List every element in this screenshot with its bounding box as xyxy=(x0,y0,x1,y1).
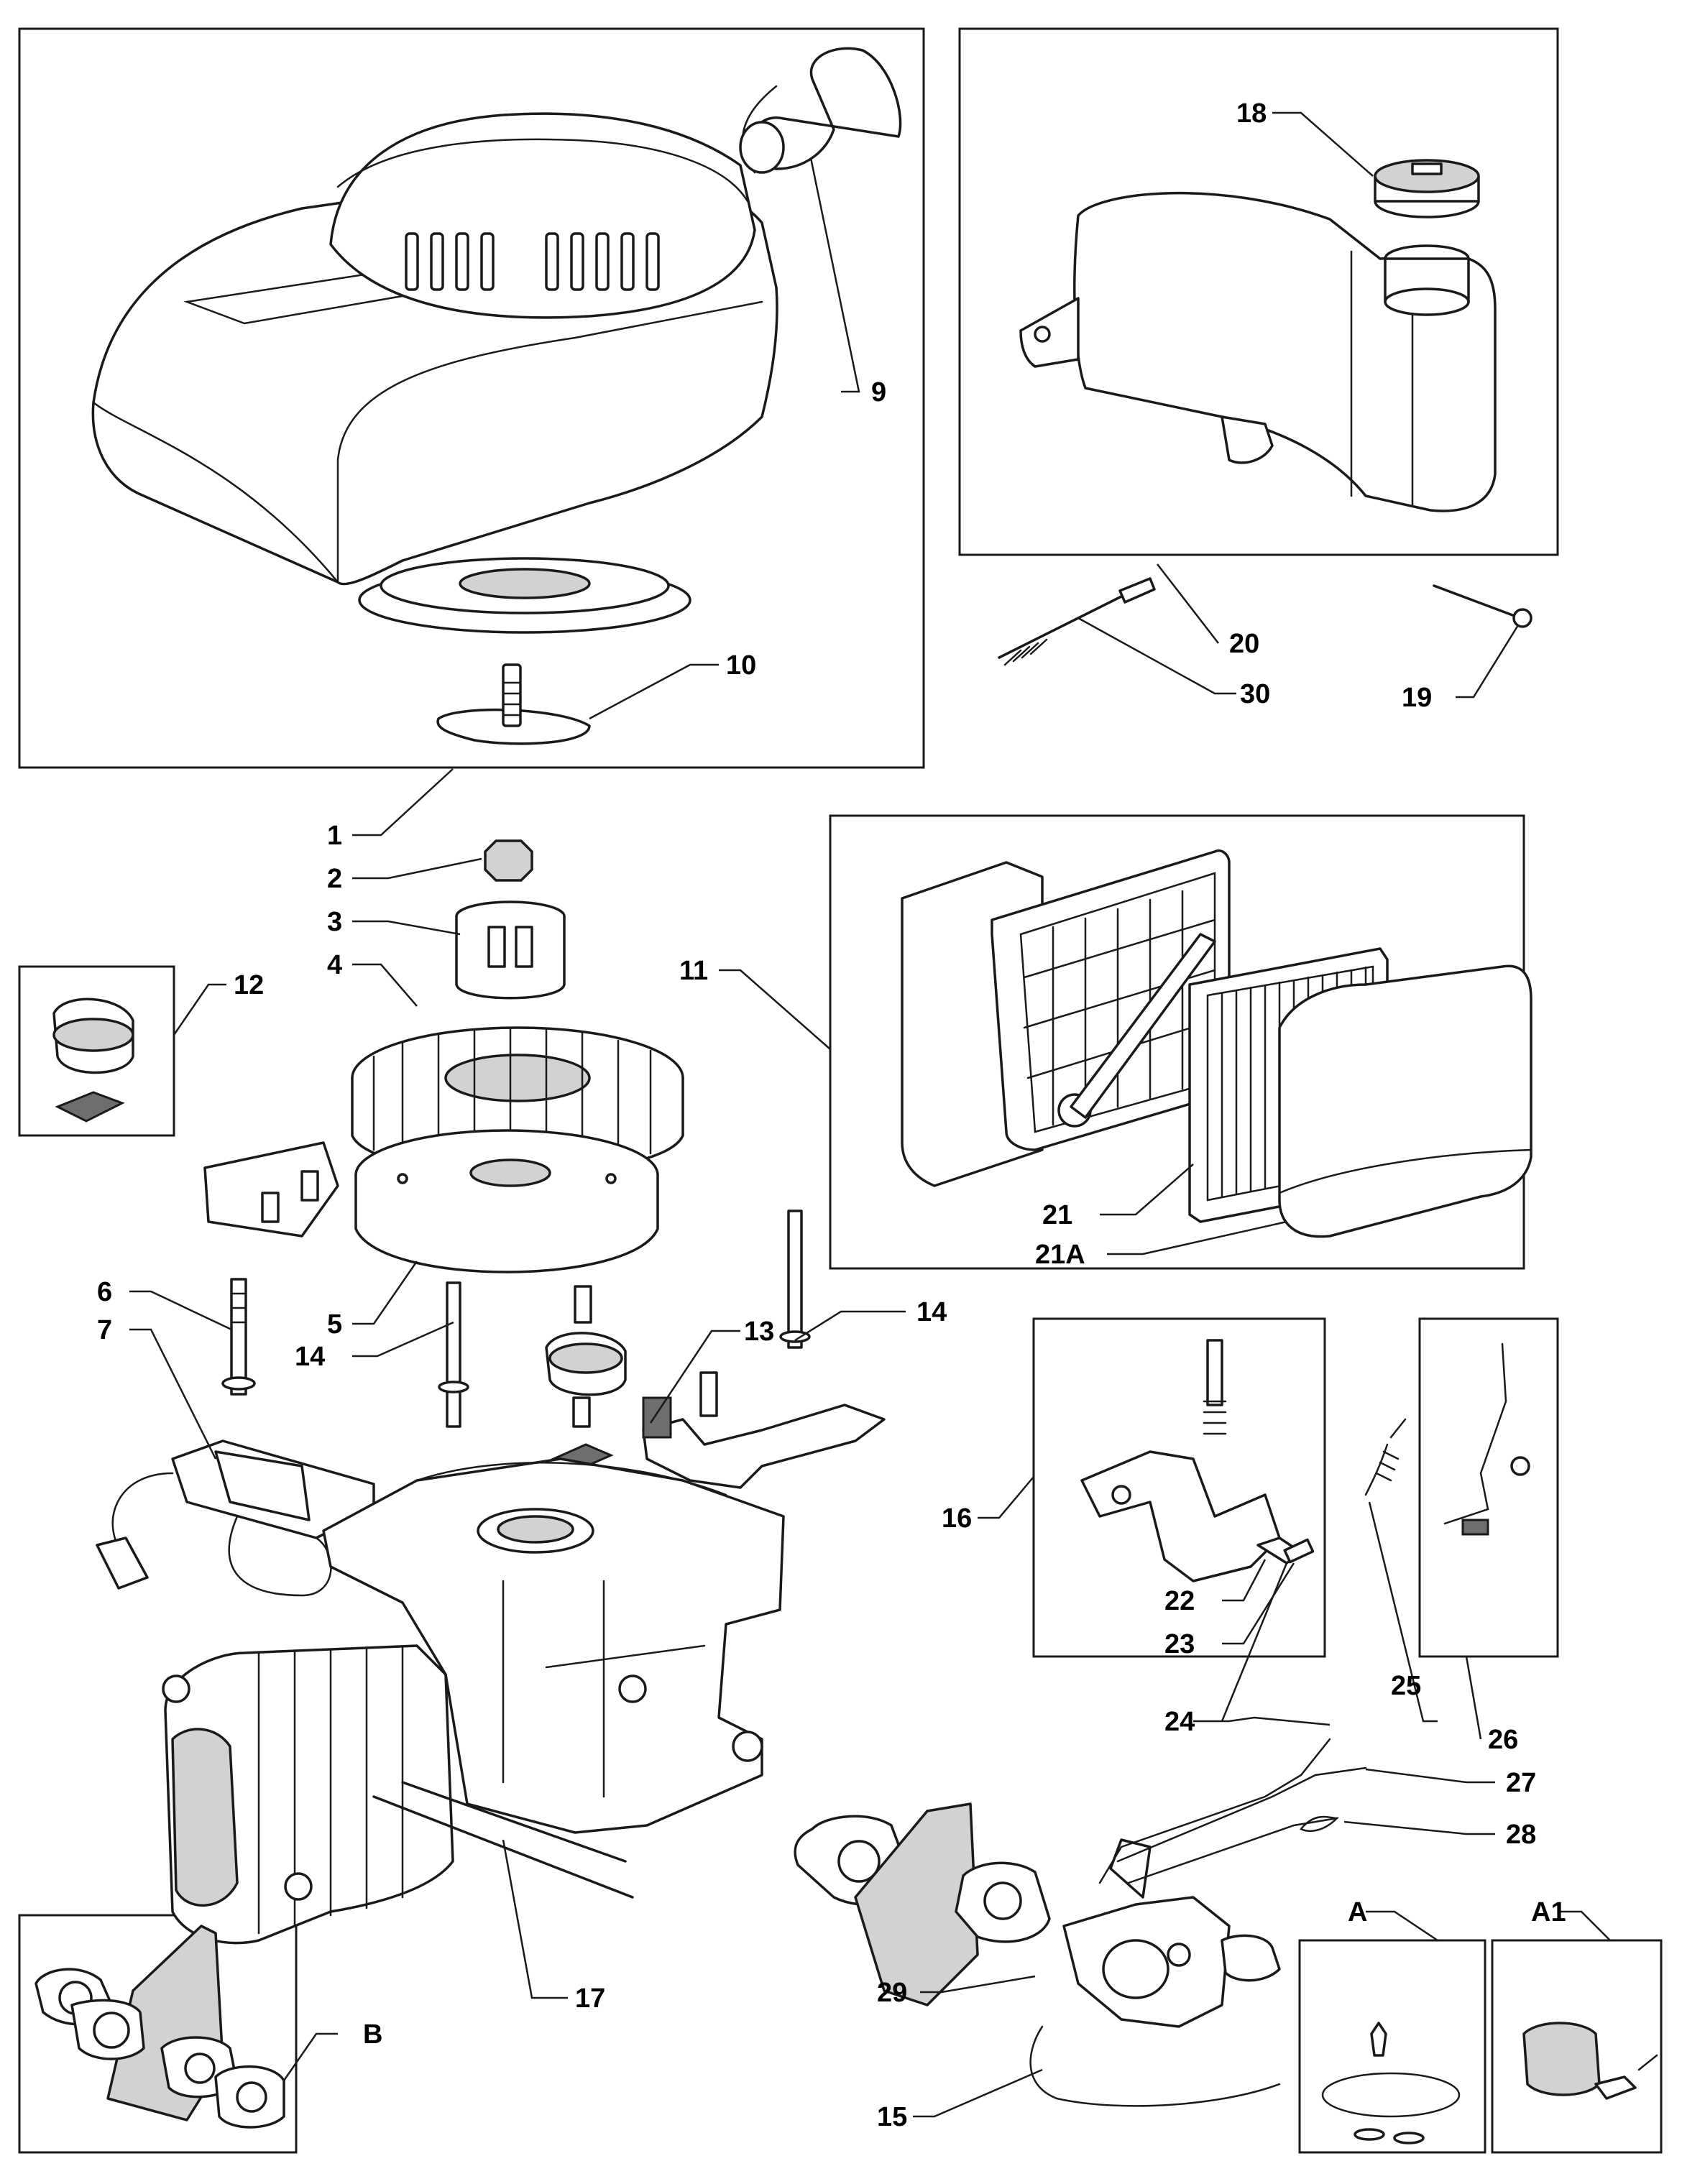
flywheel-5 xyxy=(354,1129,659,1273)
tank-bolt-30 xyxy=(998,577,1156,666)
callout-27: 27 xyxy=(1506,1768,1536,1798)
callout-1: 1 xyxy=(327,821,342,851)
callout-3: 3 xyxy=(327,907,342,937)
callout-5: 5 xyxy=(327,1309,342,1340)
callout-23: 23 xyxy=(1164,1629,1195,1659)
gasket-kit-b xyxy=(35,1925,285,2129)
callout-30: 30 xyxy=(1240,679,1270,709)
callout-21A: 21A xyxy=(1035,1240,1085,1270)
callout-10: 10 xyxy=(726,650,756,681)
callout-26: 26 xyxy=(1488,1725,1518,1755)
frame-gasket-kit-b xyxy=(18,1914,298,2154)
spring-plate-12 xyxy=(52,997,134,1123)
throttle-rod-24 xyxy=(1098,1738,1331,1884)
baffle-plate xyxy=(203,1141,339,1238)
callout-6: 6 xyxy=(97,1277,112,1307)
callout-15: 15 xyxy=(877,2102,907,2132)
callout-B: B xyxy=(363,2019,382,2050)
callout-16: 16 xyxy=(942,1503,972,1534)
fuel-tank-illustration xyxy=(998,159,1532,666)
callout-22: 22 xyxy=(1164,1586,1195,1616)
callout-2: 2 xyxy=(327,864,342,894)
callout-A1: A1 xyxy=(1531,1897,1566,1927)
callout-A: A xyxy=(1348,1897,1367,1927)
callout-9: 9 xyxy=(871,377,886,407)
kit-a-parts xyxy=(1321,2022,1461,2144)
callout-14-left: 14 xyxy=(295,1342,325,1372)
callout-17: 17 xyxy=(575,1983,605,2014)
callout-28: 28 xyxy=(1506,1820,1536,1850)
callout-4: 4 xyxy=(327,950,342,980)
air-filter-assembly xyxy=(901,849,1532,1238)
carburetor-15 xyxy=(1029,1838,1281,2107)
frame-kit-a1 xyxy=(1491,1939,1663,2154)
frame-part-12 xyxy=(18,965,175,1137)
fuel-cap-18 xyxy=(1374,159,1480,218)
linkage-spring-28 xyxy=(1127,1815,1340,1884)
callout-12: 12 xyxy=(234,970,264,1000)
callout-29: 29 xyxy=(877,1978,907,2008)
kit-a1-clamp xyxy=(1522,2022,1658,2100)
stud-bolt-14-right xyxy=(779,1210,811,1349)
governor-assembly-16 xyxy=(1080,1339,1315,1582)
frame-linkage-26 xyxy=(1418,1317,1559,1658)
callout-21: 21 xyxy=(1042,1200,1072,1230)
callout-25: 25 xyxy=(1391,1671,1421,1701)
dome-vent-slots xyxy=(405,232,660,291)
callout-20: 20 xyxy=(1229,629,1259,659)
pawl-plate-10 xyxy=(436,663,591,745)
callout-14-right: 14 xyxy=(916,1297,947,1327)
leader-lines xyxy=(129,111,1611,2118)
cooling-fan-4 xyxy=(351,1026,684,1181)
governor-bracket xyxy=(642,1371,886,1489)
carburetor-gaskets xyxy=(794,1802,1051,2006)
stud-bolt-14-left xyxy=(438,1281,469,1428)
ignition-coil-7 xyxy=(96,1439,375,1597)
starter-cup-3 xyxy=(455,900,566,1000)
frame-kit-a xyxy=(1298,1939,1486,2154)
callout-24: 24 xyxy=(1164,1707,1195,1737)
callout-13: 13 xyxy=(744,1317,774,1347)
tank-pin-19 xyxy=(1433,584,1532,628)
stud-bolt-6 xyxy=(221,1278,256,1396)
linkage-spring-27 xyxy=(1116,1766,1367,1863)
engine-block xyxy=(162,1457,785,1945)
frame-governor-16 xyxy=(1032,1317,1326,1658)
spring-plate-13 xyxy=(545,1285,627,1471)
frame-fuel-tank xyxy=(958,27,1559,556)
governor-link-26 xyxy=(1443,1342,1530,1536)
callout-19: 19 xyxy=(1402,683,1432,713)
callout-labels: 1 2 3 4 5 6 7 9 10 11 12 13 14 14 15 16 … xyxy=(97,98,1566,2132)
blower-housing-illustration xyxy=(91,47,902,634)
callout-11: 11 xyxy=(679,956,708,986)
callout-7: 7 xyxy=(97,1315,112,1345)
callout-18: 18 xyxy=(1236,98,1267,129)
governor-spring-25 xyxy=(1364,1418,1407,1496)
frame-recoil-starter xyxy=(18,27,925,769)
flywheel-nut-2 xyxy=(484,839,533,882)
